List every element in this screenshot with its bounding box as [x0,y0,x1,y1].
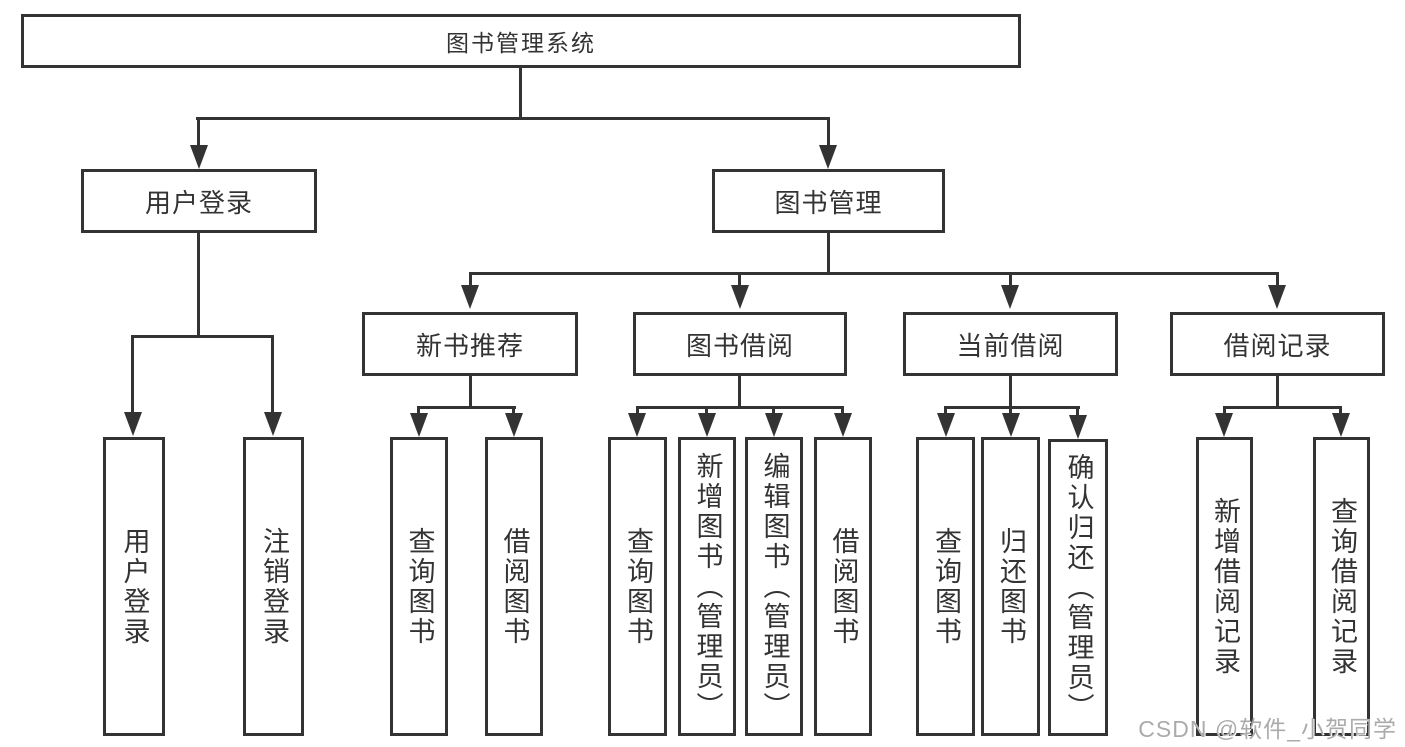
connector-borrow-records-stem [1276,376,1279,409]
connector-user-login-rail [131,335,274,338]
leaf-add-book-admin-label: 新增图书（管理员） [692,451,723,722]
connector-new-book-rail [417,406,516,409]
connector-root-rail [196,117,830,120]
leaf-confirm-return-admin-label: 确认归还（管理员） [1063,452,1094,723]
connector-user-login-drop [197,117,200,148]
leaf-query-books-borrow-label: 查询图书 [623,526,653,647]
leaf-return-books: 归还图书 [981,437,1040,736]
connector-arrowhead [124,412,142,436]
leaf-borrow-books-borrow-label: 借阅图书 [828,526,859,647]
connector-book-borrow-stem [738,376,741,409]
node-user-login: 用户登录 [81,169,317,233]
connector-drop [417,406,420,416]
connector-drop [271,335,274,413]
leaf-query-books-current-label: 查询图书 [931,526,961,647]
leaf-query-books-borrow: 查询图书 [608,437,667,736]
connector-drop [841,406,844,416]
connector-book-management-drop [827,117,830,148]
node-new-book-recommend: 新书推荐 [362,312,578,376]
leaf-logout: 注销登录 [243,437,304,736]
leaf-logout-label: 注销登录 [259,526,289,647]
connector-drop [705,406,708,416]
leaf-edit-book-admin: 编辑图书（管理员） [745,437,803,736]
connector-arrowhead [1215,413,1233,437]
connector-arrowhead [461,285,479,309]
leaf-query-borrow-record: 查询借阅记录 [1313,437,1370,736]
connector-user-login-stem [197,233,200,338]
connector-arrowhead [1002,413,1020,437]
connector-book-borrow-rail [636,406,844,409]
connector-drop [512,406,515,416]
connector-drop [1339,406,1342,416]
connector-arrowhead [1268,285,1286,309]
leaf-query-books-current: 查询图书 [916,437,975,736]
node-current-borrow: 当前借阅 [903,312,1118,376]
leaf-confirm-return-admin: 确认归还（管理员） [1048,439,1108,736]
connector-arrowhead [1332,413,1350,437]
leaf-query-books-newbook: 查询图书 [390,437,448,736]
connector-drop [738,272,741,287]
connector-drop [131,335,134,413]
node-borrow-records: 借阅记录 [1170,312,1385,376]
connector-drop [1009,406,1012,416]
leaf-add-borrow-record: 新增借阅记录 [1196,437,1253,736]
connector-drop [636,406,639,416]
connector-arrowhead [1069,415,1087,439]
node-book-management: 图书管理 [712,169,945,233]
connector-drop [469,272,472,287]
connector-drop [1009,272,1012,287]
leaf-edit-book-admin-label: 编辑图书（管理员） [759,451,790,722]
connector-arrowhead [765,413,783,437]
connector-drop [772,406,775,416]
connector-drop [1223,406,1226,416]
connector-current-borrow-rail [944,406,1080,409]
leaf-query-borrow-record-label: 查询借阅记录 [1327,496,1357,677]
connector-book-management-rail [469,272,1279,275]
connector-arrowhead [1001,285,1019,309]
node-current-borrow-label: 当前借阅 [956,330,1065,361]
node-book-borrow-label: 图书借阅 [685,330,794,361]
connector-arrowhead [834,413,852,437]
node-book-borrow: 图书借阅 [633,312,847,376]
connector-arrowhead [410,413,428,437]
connector-drop [944,406,947,416]
node-book-management-label: 图书管理 [774,187,883,218]
connector-new-book-stem [469,376,472,409]
connector-arrowhead [505,413,523,437]
node-root: 图书管理系统 [21,14,1021,68]
leaf-user-login-label: 用户登录 [119,526,150,647]
node-user-login-label: 用户登录 [144,187,253,218]
connector-arrowhead [628,413,646,437]
leaf-return-books-label: 归还图书 [996,526,1026,647]
connector-book-management-stem [827,233,830,275]
leaf-user-login: 用户登录 [103,437,165,736]
csdn-watermark: CSDN @软件_小贺同学 [1138,716,1397,742]
connector-arrowhead [264,412,282,436]
leaf-query-books-newbook-label: 查询图书 [404,526,435,647]
connector-current-borrow-stem [1009,376,1012,409]
connector-arrowhead [190,145,208,169]
leaf-borrow-books-newbook: 借阅图书 [485,437,543,736]
connector-arrowhead [819,145,837,169]
connector-arrowhead [731,285,749,309]
leaf-add-borrow-record-label: 新增借阅记录 [1210,496,1240,677]
leaf-add-book-admin: 新增图书（管理员） [678,437,736,736]
leaf-borrow-books-borrow: 借阅图书 [814,437,872,736]
node-borrow-records-label: 借阅记录 [1223,330,1332,361]
node-new-book-recommend-label: 新书推荐 [415,330,524,361]
connector-drop [1076,406,1079,416]
connector-arrowhead [698,413,716,437]
connector-borrow-records-rail [1223,406,1342,409]
connector-root-stem [519,65,522,120]
connector-drop [1276,272,1279,287]
connector-arrowhead [937,413,955,437]
leaf-borrow-books-newbook-label: 借阅图书 [499,526,530,647]
node-root-label: 图书管理系统 [446,30,596,56]
